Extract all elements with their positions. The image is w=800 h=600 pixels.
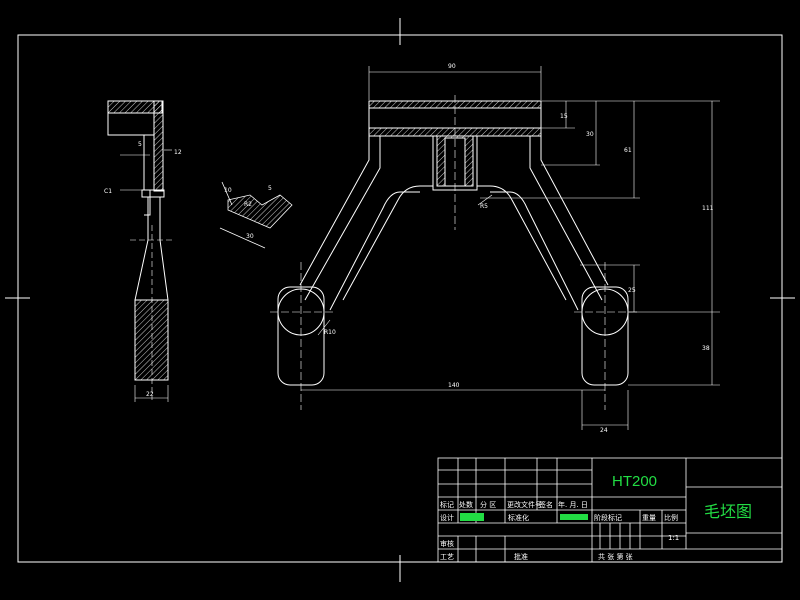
header-count: 处数 — [459, 500, 473, 509]
chamfer-label: C1 — [104, 188, 112, 195]
dim-r5: R5 — [480, 203, 488, 210]
detail-dim-c: 5 — [268, 185, 272, 192]
detail-dim-a: 10 — [224, 187, 232, 194]
dim-lower: 38 — [702, 345, 710, 352]
title-block — [437, 457, 783, 563]
header-date: 年. 月. 日 — [558, 500, 588, 509]
standard-label: 标准化 — [508, 513, 529, 522]
header-change-doc: 更改文件号 — [507, 500, 542, 509]
side-view-labels: C1 5 12 22 — [104, 141, 182, 398]
dim-upper: 30 — [586, 131, 594, 138]
scale-label: 比例 — [664, 513, 678, 522]
side-dim-12: 12 — [174, 149, 182, 156]
standard-date-mark — [560, 514, 588, 520]
side-dim-base: 22 — [146, 391, 154, 398]
dim-boss-spacing: 25 — [628, 287, 636, 294]
sheet-border — [5, 18, 795, 582]
front-view — [270, 95, 640, 410]
detail-dim-b: 30 — [246, 233, 254, 240]
detail-dim-d: R2 — [244, 201, 252, 208]
approve-label: 批准 — [514, 552, 528, 561]
header-zone: 分 区 — [480, 500, 496, 509]
stage-label: 阶段标记 — [594, 513, 622, 522]
dim-mid: 61 — [624, 147, 632, 154]
header-mark: 标记 — [440, 500, 454, 509]
process-label: 工艺 — [440, 553, 454, 561]
dim-r10: R10 — [324, 329, 336, 336]
audit-label: 审核 — [440, 539, 454, 548]
front-dimension-lines — [301, 66, 720, 430]
weight-label: 重量 — [642, 514, 656, 522]
dim-plate: 15 — [560, 113, 568, 120]
sheets-text: 共 张 第 张 — [598, 552, 633, 561]
material-label: HT200 — [612, 473, 657, 490]
side-dim-5: 5 — [138, 141, 142, 148]
dim-base-span: 140 — [448, 382, 460, 389]
title-block-text: HT200 毛坯图 标记 处数 分 区 更改文件号 签名 年. 月. 日 设计 … — [440, 473, 752, 561]
design-name-mark — [460, 513, 484, 521]
header-sign: 签名 — [539, 500, 553, 509]
dim-boss-width: 24 — [600, 427, 608, 434]
detail-labels: 10 30 5 R2 — [224, 185, 272, 240]
design-label: 设计 — [440, 513, 454, 522]
dim-total: 111 — [702, 205, 714, 212]
side-view — [107, 100, 175, 402]
detail-view — [219, 181, 293, 249]
dim-top-width: 90 — [448, 63, 456, 70]
scale-value: 1:1 — [668, 534, 679, 542]
drawing-title: 毛坯图 — [704, 502, 752, 521]
front-dimension-labels: 90 15 30 61 111 25 38 140 24 R5 R10 — [324, 63, 714, 434]
